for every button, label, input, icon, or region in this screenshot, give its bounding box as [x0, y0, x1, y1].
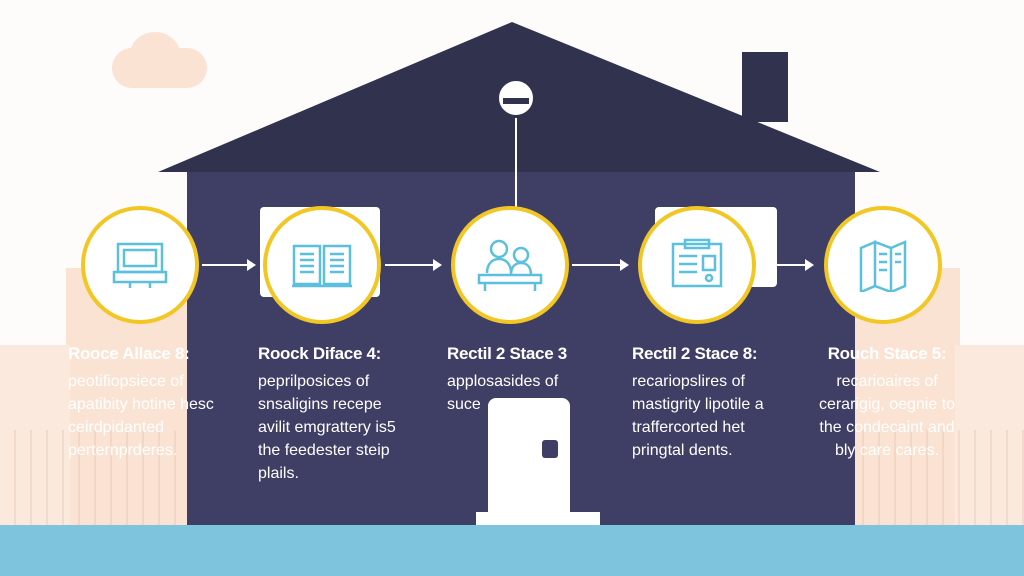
document-form-icon	[671, 238, 723, 288]
step-1-text: Rooce Allace 8: peotifiopsiece of apatib…	[68, 344, 258, 462]
step-description: peotifiopsiece of apatibity hotine hesc …	[68, 373, 214, 459]
step-title: Rectil 2 Stace 3	[447, 344, 567, 363]
monitor-icon	[112, 242, 168, 288]
step-description: recariopslires of mastigrity lipotile a …	[632, 373, 764, 459]
chimney	[742, 52, 788, 122]
roof-window-icon	[496, 78, 536, 118]
step-5-text: Rouch Stace 5: recarioaires of cerarigig…	[812, 344, 962, 462]
arrow-2-3	[385, 259, 442, 271]
folded-map-icon	[859, 240, 907, 292]
cloud-puff	[130, 32, 180, 77]
step-title: Rouch Stace 5:	[827, 344, 947, 363]
step-description: recarioaires of cerarigig, oegnie to the…	[818, 373, 956, 459]
step-5-circle	[824, 206, 942, 324]
step-3-text: Rectil 2 Stace 3 applosasides of suce	[447, 344, 637, 416]
step-title: Roock Diface 4:	[258, 344, 382, 363]
step-title: Rooce Allace 8:	[68, 344, 190, 363]
water	[0, 525, 1024, 576]
door-knob	[542, 440, 558, 458]
step-title: Rectil 2 Stace 8:	[632, 344, 758, 363]
step-description: applosasides of suce	[447, 373, 559, 413]
step-3-circle	[451, 206, 569, 324]
door-step	[476, 512, 600, 526]
step-2-text: Roock Diface 4: peprilposices of snsalig…	[258, 344, 448, 485]
step-4-circle	[638, 206, 756, 324]
step-4-text: Rectil 2 Stace 8: recariopslires of mast…	[632, 344, 822, 462]
step-1-circle	[81, 206, 199, 324]
open-book-icon	[292, 244, 352, 288]
arrow-4-5	[760, 259, 814, 271]
left-building-low	[0, 345, 70, 528]
right-building-low	[955, 345, 1024, 528]
arrow-3-4	[572, 259, 629, 271]
arrow-1-2	[202, 259, 256, 271]
step-2-circle	[263, 206, 381, 324]
hanging-line	[515, 118, 517, 208]
step-description: peprilposices of snsaligins recepe avili…	[258, 373, 396, 482]
people-at-desk-icon	[477, 239, 543, 291]
